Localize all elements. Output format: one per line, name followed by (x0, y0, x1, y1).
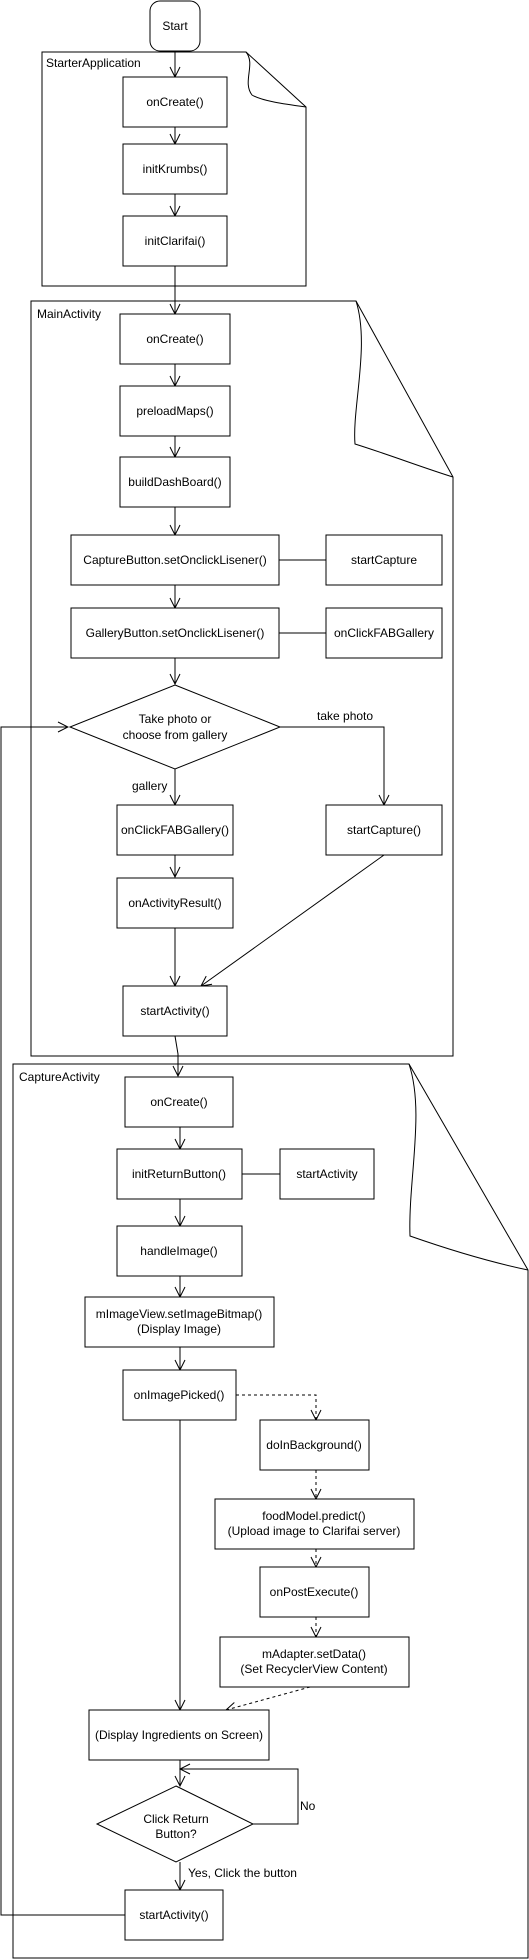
on-activity-result-node: onActivityResult() (116, 877, 234, 929)
capture-start-activity-side-label: startActivity (296, 1167, 357, 1181)
frame-starter-application: StarterApplication (41, 51, 307, 287)
gallery-side-node: onClickFABGallery (325, 607, 443, 659)
on-image-picked-node: onImagePicked() (122, 1369, 237, 1421)
predict-line-1: foodModel.predict() (262, 1509, 365, 1523)
preload-maps-label: preloadMaps() (136, 404, 213, 418)
set-data-line-2: (Set RecyclerView Content) (240, 1662, 387, 1676)
init-clarifai-node: initClarifai() (122, 215, 228, 267)
gallery-label: gallery (132, 779, 167, 793)
capture-listener-node: CaptureButton.setOnclickLisener() (70, 534, 280, 586)
set-image-line-2: (Display Image) (137, 1322, 221, 1336)
edge-startactivity-back-to-decision (0, 727, 125, 1916)
yes-label: Yes, Click the button (188, 1866, 297, 1880)
frame-main-activity: MainActivity (30, 300, 454, 1057)
preload-maps-node: preloadMaps() (119, 385, 231, 437)
do-in-background-label: doInBackground() (266, 1438, 361, 1452)
set-image-bitmap-node: mImageView.setImageBitmap() (Display Ima… (84, 1296, 275, 1348)
on-image-picked-label: onImagePicked() (134, 1388, 225, 1402)
edge-startcapture-to-startactivity (201, 854, 385, 986)
set-data-line-1: mAdapter.setData() (262, 1647, 366, 1661)
handle-image-node: handleImage() (116, 1225, 243, 1277)
edges (0, 51, 385, 1916)
start-label: Start (162, 19, 188, 33)
on-click-fab-gallery-node: onClickFABGallery() (116, 804, 234, 856)
do-in-background-node: doInBackground() (259, 1419, 370, 1471)
on-activity-result-label: onActivityResult() (128, 896, 221, 910)
predict-line-2: (Upload image to Clarifai server) (228, 1524, 401, 1538)
on-post-execute-label: onPostExecute() (270, 1585, 359, 1599)
starter-oncreate-node: onCreate() (122, 76, 228, 128)
start-node: Start (149, 0, 201, 52)
gallery-listener-label: GalleryButton.setOnclickLisener() (86, 626, 265, 640)
no-label: No (300, 1799, 316, 1813)
main-start-activity-label: startActivity() (140, 1004, 209, 1018)
on-post-execute-node: onPostExecute() (259, 1566, 370, 1618)
frame-title-capture-activity: CaptureActivity (19, 1070, 100, 1084)
build-dashboard-label: buildDashBoard() (128, 475, 221, 489)
init-clarifai-label: initClarifai() (145, 234, 206, 248)
display-ingredients-label: (Display Ingredients on Screen) (95, 1728, 263, 1742)
capture-listener-label: CaptureButton.setOnclickLisener() (83, 553, 266, 567)
capture-start-activity-side-node: startActivity (279, 1148, 375, 1200)
edge-onimagepicked-to-background (236, 1394, 316, 1420)
frame-title-main-activity: MainActivity (37, 307, 101, 321)
start-capture-node: startCapture() (325, 804, 443, 856)
decision-line-2: choose from gallery (123, 728, 228, 742)
main-start-activity-node: startActivity() (122, 985, 228, 1037)
init-krumbs-node: initKrumbs() (122, 143, 228, 195)
init-return-button-label: initReturnButton() (132, 1167, 226, 1181)
capture-start-activity-label: startActivity() (139, 1908, 208, 1922)
main-oncreate-node: onCreate() (119, 313, 231, 365)
display-ingredients-node: (Display Ingredients on Screen) (88, 1709, 270, 1761)
init-krumbs-label: initKrumbs() (143, 162, 208, 176)
capture-start-activity-node: startActivity() (124, 1889, 224, 1941)
starter-oncreate-label: onCreate() (146, 95, 203, 109)
start-capture-side-node: startCapture (325, 534, 443, 586)
start-capture-label: startCapture() (347, 823, 421, 837)
decision-line-1: Take photo or (139, 712, 212, 726)
return-decision-line-1: Click Return (143, 1812, 208, 1826)
build-dashboard-node: buildDashBoard() (119, 456, 231, 508)
edge-decision-take-photo (280, 726, 384, 805)
take-photo-label: take photo (317, 709, 373, 723)
adapter-set-data-node: mAdapter.setData() (Set RecyclerView Con… (219, 1636, 410, 1688)
on-click-fab-gallery-label: onClickFABGallery() (121, 823, 229, 837)
frame-capture-activity: CaptureActivity (12, 1063, 529, 1959)
init-return-button-node: initReturnButton() (116, 1148, 243, 1200)
frame-title-starter-application: StarterApplication (46, 56, 141, 70)
edge-setdata-to-display (226, 1686, 311, 1710)
edge-decision-no-loop (180, 1769, 299, 1825)
capture-oncreate-label: onCreate() (150, 1095, 207, 1109)
gallery-listener-node: GalleryButton.setOnclickLisener() (70, 607, 280, 659)
handle-image-label: handleImage() (140, 1244, 217, 1258)
main-oncreate-label: onCreate() (146, 332, 203, 346)
food-model-predict-node: foodModel.predict() (Upload image to Cla… (214, 1498, 415, 1550)
capture-oncreate-node: onCreate() (124, 1076, 234, 1128)
click-return-decision: Click Return Button? (95, 1785, 255, 1863)
photo-or-gallery-decision: Take photo or choose from gallery (68, 684, 282, 770)
start-capture-side-label: startCapture (351, 553, 417, 567)
set-image-line-1: mImageView.setImageBitmap() (96, 1307, 263, 1321)
return-decision-line-2: Button? (155, 1827, 197, 1841)
gallery-side-label: onClickFABGallery (334, 626, 434, 640)
edge-main-to-capture (175, 1035, 178, 1076)
